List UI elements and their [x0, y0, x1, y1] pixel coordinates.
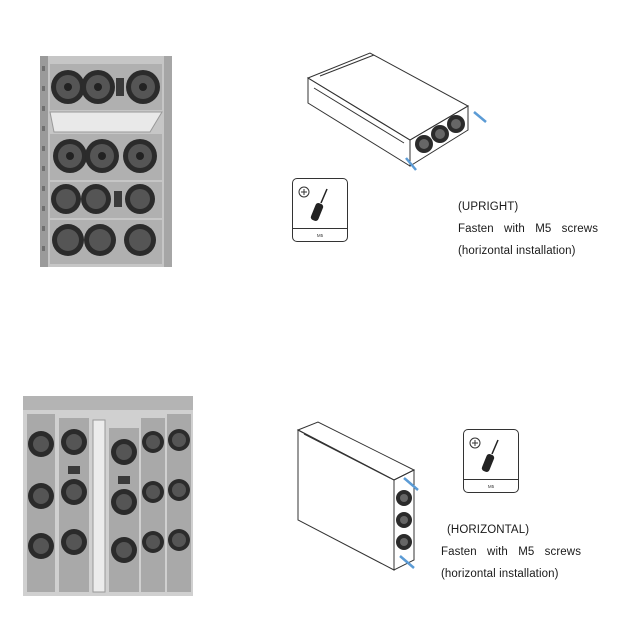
- upright-caption: (UPRIGHT) Fasten with M5 screws (horizon…: [458, 196, 598, 262]
- fan-column-3: [109, 428, 139, 592]
- tool-label: M5: [487, 484, 495, 489]
- fan-column-2: [59, 418, 89, 592]
- horizontal-caption: (HORIZONTAL) Fasten with M5 screws (hori…: [441, 519, 581, 585]
- module-fans-vertical: [396, 490, 412, 550]
- caption-note: (horizontal installation): [441, 568, 559, 580]
- upright-module-drawing: [300, 48, 490, 173]
- screw-arrow-icon: [405, 111, 487, 171]
- tool-card-upright: M5: [292, 178, 348, 242]
- caption-note: (horizontal installation): [458, 245, 576, 257]
- horizontal-module-drawing: [290, 420, 430, 580]
- fan-row-4: [50, 220, 162, 264]
- tool-label: M5: [316, 233, 324, 238]
- caption-instruction: Fasten with M5 screws: [441, 546, 582, 558]
- fan-column-4: [141, 418, 165, 592]
- caption-instruction: Fasten with M5 screws: [458, 223, 599, 235]
- caption-title: (HORIZONTAL): [447, 524, 530, 536]
- screwdriver-icon: [469, 437, 499, 472]
- upright-cabinet-photo: [40, 56, 172, 267]
- screwdriver-icon: [298, 186, 328, 221]
- upright-cabinet-illustration: [40, 56, 172, 267]
- caption-title: (UPRIGHT): [458, 201, 519, 213]
- tool-card-horizontal: M5: [463, 429, 519, 493]
- module-fans: [415, 115, 465, 153]
- screw-arrow-icon: [399, 477, 419, 569]
- fan-row-1: [50, 64, 162, 110]
- fan-row-2: [50, 134, 162, 180]
- fan-column-5: [167, 414, 191, 592]
- horizontal-cabinet-photo: [23, 396, 193, 596]
- fan-row-3: [50, 182, 162, 218]
- fan-column-1: [27, 414, 55, 592]
